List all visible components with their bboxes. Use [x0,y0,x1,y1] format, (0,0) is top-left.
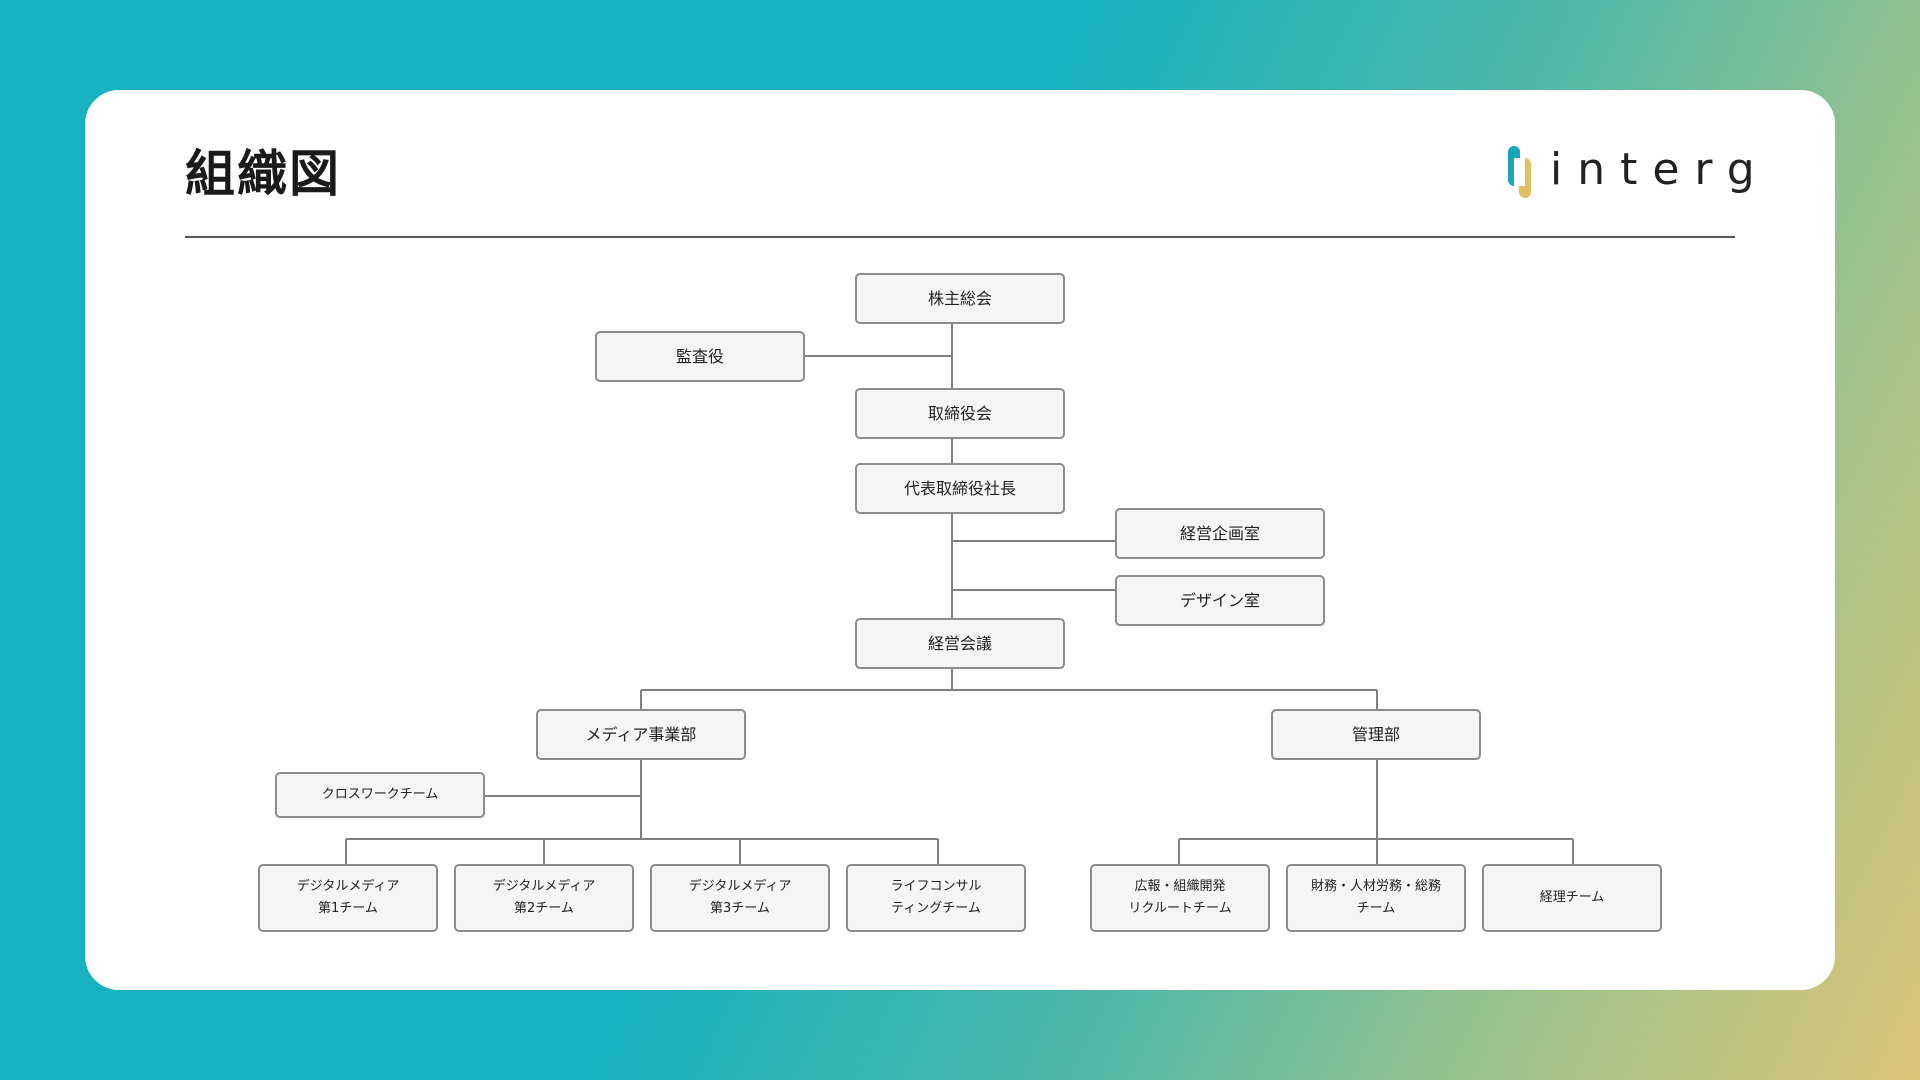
node-label: クロスワークチーム [321,787,439,802]
page-title: 組織図 [185,145,341,203]
node-media-division: メディア事業部 [536,709,746,760]
node-label: 管理部 [1351,724,1400,744]
node-label-line2: チーム [1356,901,1396,916]
node-management-meeting: 経営会議 [855,618,1065,669]
node-media-team-1: デジタルメディア 第1チーム [258,864,438,932]
node-label-line1: 財務・人材労務・総務 [1310,879,1441,894]
node-label-line2: ティングチーム [891,901,981,916]
node-admin-team-1: 広報・組織開発 リクルートチーム [1090,864,1270,932]
interg-logo-mark-icon [1508,146,1531,198]
node-label-line2: 第2チーム [514,901,574,916]
interg-logo: interg [1505,142,1755,202]
title-divider [185,236,1735,238]
node-label: 株主総会 [927,288,992,308]
node-label-line2: 第3チーム [710,901,770,916]
node-label-line1: 広報・組織開発 [1134,879,1226,894]
node-media-team-3: デジタルメディア 第3チーム [650,864,830,932]
node-media-team-4: ライフコンサル ティングチーム [846,864,1026,932]
node-label: 経営企画室 [1179,523,1260,543]
node-label-line1: ライフコンサル [890,879,982,894]
node-admin-division: 管理部 [1271,709,1481,760]
node-board-of-directors: 取締役会 [855,388,1065,439]
node-label: 経営会議 [927,633,992,653]
node-shareholders-meeting: 株主総会 [855,273,1065,324]
node-admin-team-3: 経理チーム [1482,864,1662,932]
logo-wordmark: interg [1550,144,1770,195]
node-label-line2: リクルートチーム [1128,901,1232,916]
node-label-line1: デジタルメディア [492,879,596,894]
node-label: 代表取締役社長 [903,478,1016,498]
node-label: メディア事業部 [585,724,697,744]
node-label-line1: デジタルメディア [296,879,400,894]
node-label: 取締役会 [927,403,992,423]
node-label-line1: 経理チーム [1539,890,1605,905]
node-label: 監査役 [675,346,724,366]
node-media-team-2: デジタルメディア 第2チーム [454,864,634,932]
node-design-office: デザイン室 [1115,575,1325,626]
node-label-line2: 第1チーム [318,901,378,916]
node-planning-office: 経営企画室 [1115,508,1325,559]
node-label-line1: デジタルメディア [688,879,792,894]
node-ceo: 代表取締役社長 [855,463,1065,514]
node-auditor: 監査役 [595,331,805,382]
node-label: デザイン室 [1179,590,1260,610]
node-crosswork-team: クロスワークチーム [275,772,485,818]
node-admin-team-2: 財務・人材労務・総務 チーム [1286,864,1466,932]
